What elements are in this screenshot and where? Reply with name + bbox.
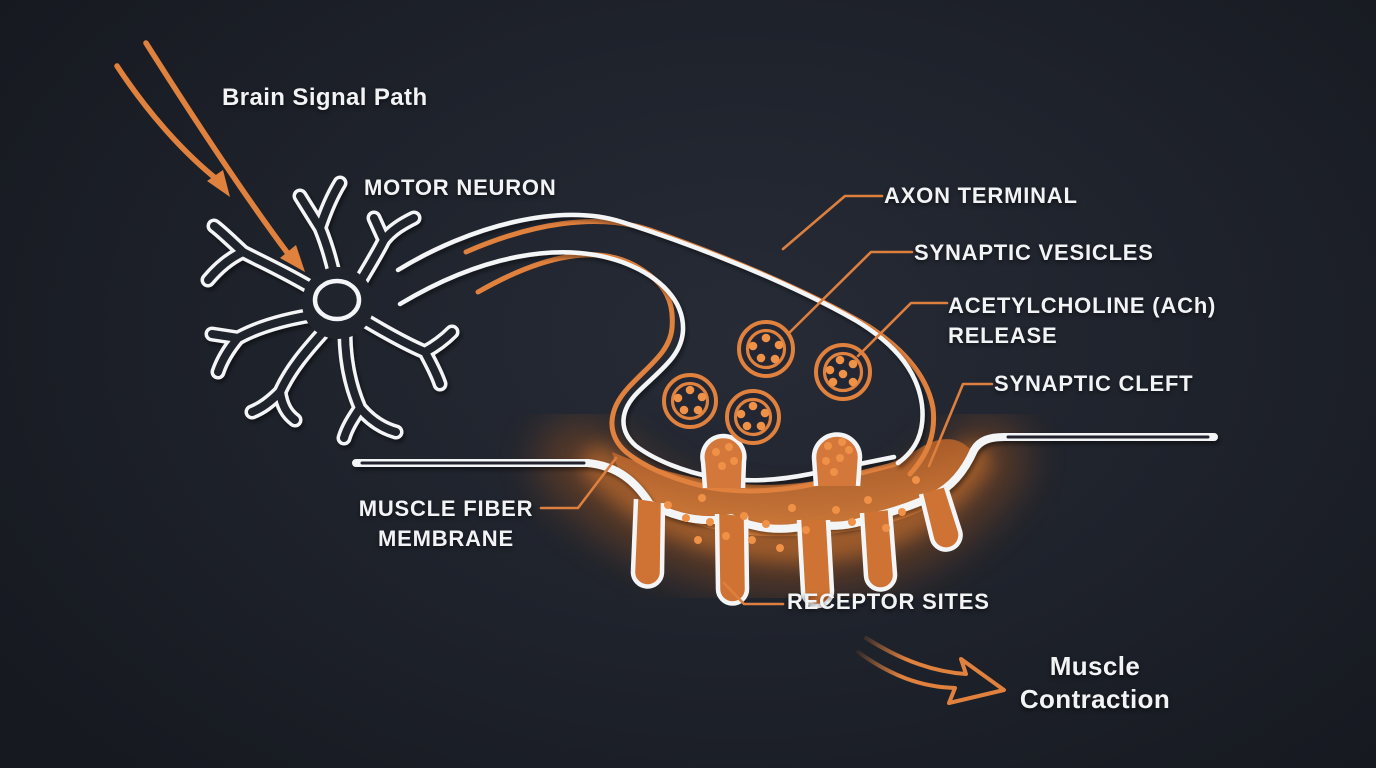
nucleus	[312, 278, 362, 322]
label-receptor-sites: RECEPTOR SITES	[787, 589, 990, 614]
label-synaptic-cleft: SYNAPTIC CLEFT	[994, 371, 1194, 396]
label-synaptic-vesicles: SYNAPTIC VESICLES	[914, 240, 1154, 265]
vesicle	[737, 320, 795, 378]
label-brain-signal-path: Brain Signal Path	[222, 84, 428, 111]
label-leader-lines	[539, 194, 994, 606]
leader-muscle-fiber-membrane	[539, 456, 618, 510]
signal-arrow-icon	[143, 40, 295, 262]
signal-arrow-icon	[114, 63, 222, 184]
label-line: ACETYLCHOLINE (ACh)	[948, 293, 1217, 318]
label-line: Muscle	[1049, 651, 1141, 681]
label-muscle-fiber-membrane: MUSCLE FIBER MEMBRANE	[340, 494, 552, 554]
leader-synaptic-cleft	[927, 382, 994, 468]
motor-neuron-cell	[200, 175, 460, 446]
vesicle	[662, 373, 718, 429]
vesicle	[725, 389, 781, 445]
label-line: RELEASE	[948, 323, 1058, 348]
label-line: Contraction	[1019, 684, 1171, 714]
label-motor-neuron: MOTOR NEURON	[364, 175, 557, 200]
soma-interior	[302, 267, 374, 339]
label-muscle-contraction: Muscle Contraction	[992, 650, 1198, 716]
label-line: MUSCLE FIBER	[358, 496, 534, 521]
vesicle	[814, 343, 872, 401]
receptor-site-folds	[630, 486, 963, 609]
label-line: MEMBRANE	[378, 526, 514, 551]
label-acetylcholine-release: ACETYLCHOLINE (ACh) RELEASE	[948, 291, 1216, 351]
muscle-contraction-arrow-icon	[856, 636, 1006, 705]
brain-signal-arrows	[114, 40, 305, 272]
leader-receptor-sites	[722, 581, 785, 606]
label-axon-terminal: AXON TERMINAL	[884, 183, 1078, 208]
leader-acetylcholine	[856, 301, 949, 358]
axon-terminal-bulb	[395, 212, 937, 494]
acetylcholine-molecules	[664, 438, 920, 552]
synaptic-vesicles	[662, 320, 872, 445]
leader-synaptic-vesicles	[787, 250, 914, 335]
leader-axon-terminal	[781, 194, 884, 251]
